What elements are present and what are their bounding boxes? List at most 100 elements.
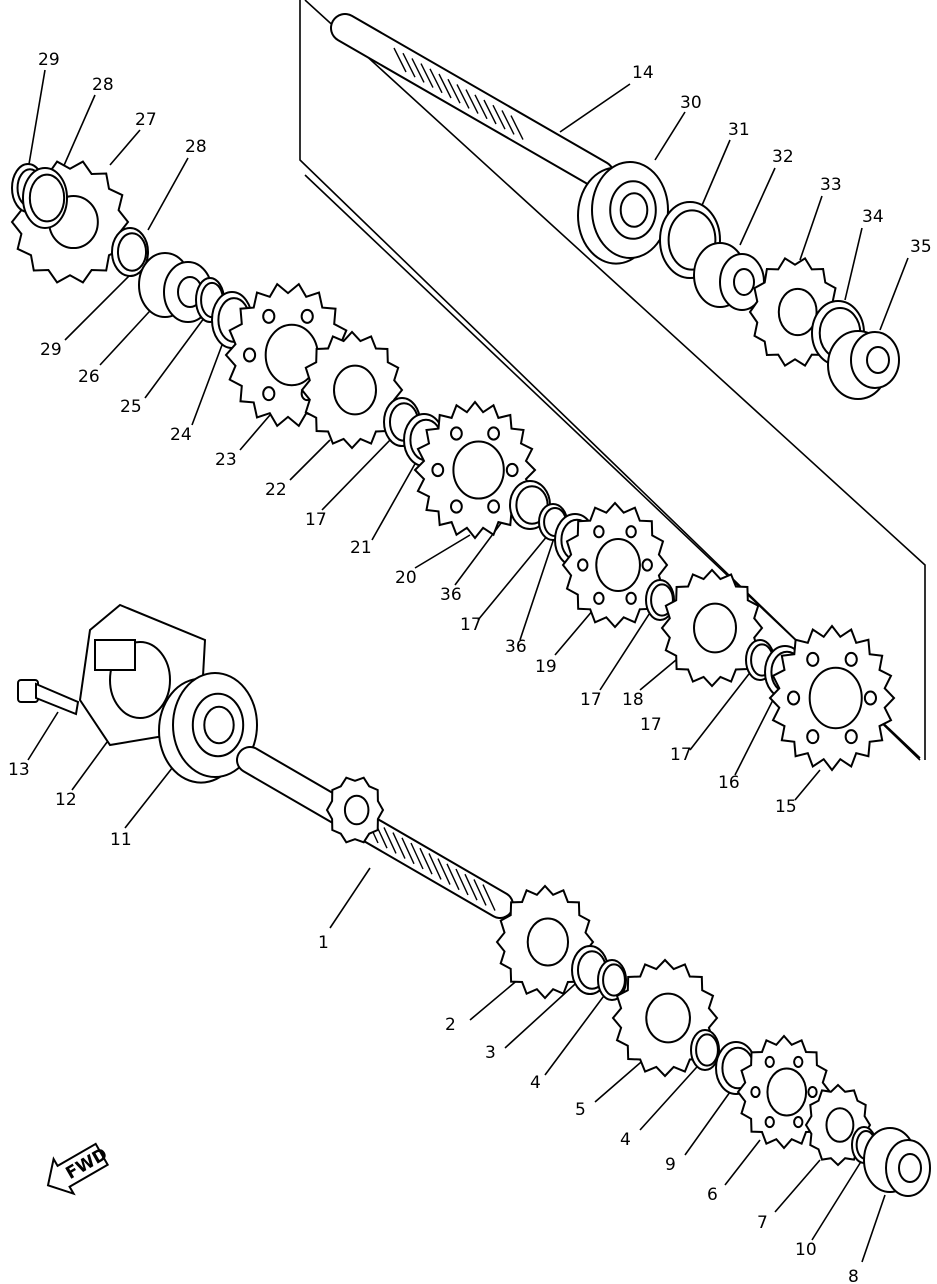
part-label-19: 19: [535, 657, 557, 677]
leader-line-9: [684, 1084, 736, 1156]
gear-6: [736, 1034, 832, 1150]
main-shaft-splines: [393, 47, 524, 140]
axle-integral-gear: [325, 776, 385, 844]
part-label-3: 3: [485, 1043, 496, 1063]
leader-line-25: [144, 309, 211, 399]
gear-15: [768, 624, 896, 772]
drive-axle: [236, 746, 514, 919]
leader-line-3: [504, 974, 586, 1049]
part-label-5: 5: [575, 1100, 586, 1120]
leader-line-28: [61, 94, 96, 171]
part-label-16: 16: [718, 773, 740, 793]
part-label-4: 4: [530, 1073, 541, 1093]
leader-line-28: [147, 157, 189, 231]
part-label-4: 4: [620, 1130, 631, 1150]
part-label-18: 18: [622, 690, 644, 710]
leader-line-11: [124, 757, 181, 829]
leader-line-2: [469, 977, 521, 1021]
leader-line-17: [321, 437, 393, 511]
part-label-11: 11: [110, 830, 132, 850]
part-label-36: 36: [440, 585, 462, 605]
part-label-14: 14: [632, 63, 654, 83]
part-label-8: 8: [848, 1267, 859, 1284]
leader-line-35: [879, 257, 909, 331]
part-label-26: 26: [78, 367, 100, 387]
part-label-17: 17: [460, 615, 482, 635]
bearing-11: [158, 672, 258, 784]
bearing-30: [577, 161, 669, 265]
leader-line-32: [739, 167, 776, 246]
part-label-13: 13: [8, 760, 30, 780]
leader-line-33: [799, 195, 823, 261]
part-label-22: 22: [265, 480, 287, 500]
gear-19: [561, 501, 669, 629]
part-label-17: 17: [640, 715, 662, 735]
part-label-6: 6: [707, 1185, 718, 1205]
leader-line-8: [861, 1194, 886, 1263]
leader-line-17: [689, 669, 753, 751]
forward-arrow-icon: FWD: [46, 1142, 111, 1196]
leader-line-15: [794, 769, 821, 801]
part-labels: 1234456789101112131415161717171717181920…: [8, 50, 932, 1284]
part-label-9: 9: [665, 1155, 676, 1175]
circlip-4-a: [597, 959, 627, 1001]
part-label-17: 17: [670, 745, 692, 765]
part-label-35: 35: [910, 237, 932, 257]
leader-line-4: [639, 1057, 706, 1131]
part-label-17: 17: [305, 510, 327, 530]
part-label-29: 29: [38, 50, 60, 70]
washer-9: [715, 1041, 757, 1095]
leader-line-23: [239, 414, 271, 451]
leader-line-12: [71, 737, 111, 791]
leader-line-29: [27, 69, 46, 171]
part-label-32: 32: [772, 147, 794, 167]
leader-line-34: [844, 227, 863, 301]
nut-35: [827, 330, 900, 400]
part-label-28: 28: [92, 75, 114, 95]
washer-28-top: [22, 167, 68, 229]
part-label-25: 25: [120, 397, 142, 417]
leader-line-16: [734, 689, 779, 776]
part-label-33: 33: [820, 175, 842, 195]
part-label-27: 27: [135, 110, 157, 130]
part-label-34: 34: [862, 207, 884, 227]
leader-line-21: [371, 454, 421, 541]
leader-line-31: [699, 139, 731, 211]
leader-line-13: [27, 711, 59, 761]
parts: [10, 13, 931, 1197]
bolt-13: [17, 679, 80, 716]
collar-32: [693, 242, 765, 311]
leader-line-6: [724, 1139, 761, 1186]
circlip-4-b: [690, 1029, 720, 1071]
part-label-2: 2: [445, 1015, 456, 1035]
leader-line-29: [64, 274, 131, 341]
part-label-7: 7: [757, 1213, 768, 1233]
gear-20: [413, 400, 537, 540]
part-label-10: 10: [795, 1240, 817, 1260]
gear-22: [300, 330, 404, 450]
part-label-12: 12: [55, 790, 77, 810]
gear-2: [495, 884, 595, 1000]
part-label-17: 17: [580, 690, 602, 710]
leader-line-14: [559, 83, 631, 133]
leader-line-17: [599, 604, 656, 691]
part-label-29: 29: [40, 340, 62, 360]
part-label-1: 1: [318, 933, 329, 953]
leader-line-17: [477, 534, 549, 621]
leader-line-22: [289, 439, 331, 481]
part-label-20: 20: [395, 568, 417, 588]
part-label-28: 28: [185, 137, 207, 157]
axle-splines: [365, 816, 496, 911]
leader-line-30: [654, 111, 686, 161]
part-label-36: 36: [505, 637, 527, 657]
leader-line-27: [109, 129, 141, 166]
leader-line-4: [544, 984, 613, 1076]
part-label-23: 23: [215, 450, 237, 470]
leader-line-10: [811, 1159, 863, 1241]
bearing-8: [863, 1127, 931, 1197]
part-label-24: 24: [170, 425, 192, 445]
part-label-21: 21: [350, 538, 372, 558]
leader-line-7: [774, 1159, 821, 1213]
